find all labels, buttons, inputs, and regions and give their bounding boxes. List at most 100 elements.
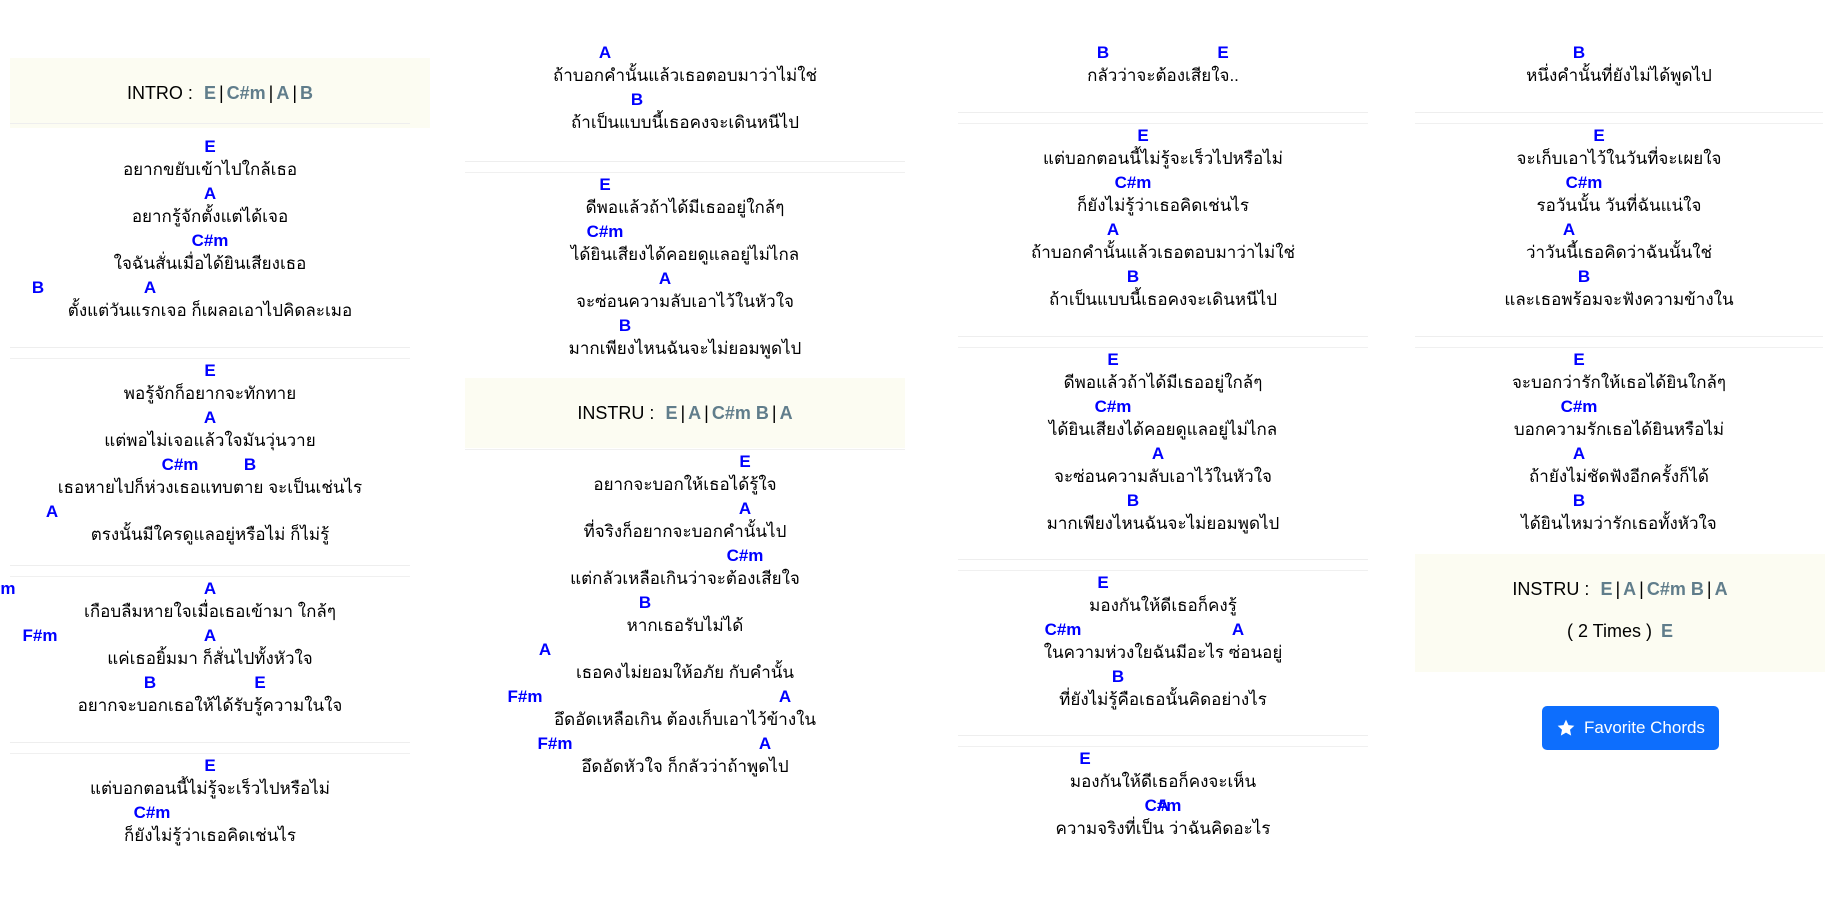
lyric-text: แต่บอกตอนนี้ไม่รู้จะเร็วไปหรือไม่: [90, 779, 330, 798]
intro-chord[interactable]: A: [276, 83, 290, 103]
lyric-text: ดีพอแล้วถ้าได้มีเธออยู่ใกล้ๆ: [1063, 373, 1263, 392]
chord-row: A: [465, 638, 905, 661]
chord-symbol[interactable]: B: [630, 90, 644, 109]
chord-symbol[interactable]: B: [1126, 491, 1140, 510]
chord-symbol[interactable]: E: [1573, 350, 1585, 369]
chord-symbol[interactable]: E: [1593, 126, 1605, 145]
chord-symbol[interactable]: C#m: [1094, 397, 1132, 416]
lyric-text: มากเพียงไหนฉันจะไม่ยอมพูดไป: [568, 339, 802, 358]
chord-symbol[interactable]: E: [1097, 573, 1109, 592]
lyric-text: ถ้าบอกคำนั้นแล้วเธอตอบมาว่าไม่ใช่: [1030, 243, 1296, 262]
instru-chord[interactable]: E: [1600, 579, 1613, 599]
intro-chord[interactable]: B: [300, 83, 314, 103]
chord-row: E: [465, 450, 905, 473]
chord-symbol[interactable]: E: [1217, 43, 1229, 62]
repeat-chord[interactable]: E: [1661, 621, 1674, 641]
chord-symbol[interactable]: B: [1577, 267, 1591, 286]
chord-symbol[interactable]: E: [1137, 126, 1149, 145]
instru-chord[interactable]: A: [1714, 579, 1728, 599]
chord-symbol[interactable]: B: [1572, 43, 1586, 62]
lyric-text: ดีพอแล้วถ้าได้มีเธออยู่ใกล้ๆ: [585, 198, 785, 217]
chord-symbol[interactable]: F#m: [537, 734, 573, 753]
chord-symbol[interactable]: C#m: [726, 546, 764, 565]
chord-symbol[interactable]: A: [1151, 444, 1165, 463]
chord-line: E ดีพอแล้วถ้าได้มีเธออยู่ใกล้ๆ: [465, 173, 905, 220]
chord-symbol[interactable]: E: [204, 756, 216, 775]
chord-symbol[interactable]: A: [738, 499, 752, 518]
chord-row: E: [10, 754, 410, 777]
chord-symbol[interactable]: E: [204, 137, 216, 156]
lyric-text: เกือบลืมหายใจเมื่อเธอเข้ามา ใกล้ๆ: [84, 602, 336, 621]
chord-symbol[interactable]: A: [778, 687, 792, 706]
chord-symbol[interactable]: A: [45, 502, 59, 521]
chord-row: E: [10, 359, 410, 382]
chord-symbol[interactable]: A: [598, 43, 612, 62]
chord-symbol[interactable]: A: [1231, 620, 1245, 639]
chord-symbol[interactable]: A: [1572, 444, 1586, 463]
intro-chord[interactable]: C#m: [226, 83, 266, 103]
chord-symbol[interactable]: A: [203, 408, 217, 427]
chord-symbol[interactable]: A: [758, 734, 772, 753]
chord-symbol[interactable]: B: [618, 316, 632, 335]
chord-symbol[interactable]: C#m: [586, 222, 624, 241]
chord-symbol[interactable]: C#m: [1560, 397, 1598, 416]
chord-symbol[interactable]: A: [203, 626, 217, 645]
intro-chord[interactable]: E: [203, 83, 216, 103]
chord-symbol[interactable]: E: [1107, 350, 1119, 369]
chord-symbol[interactable]: E: [1079, 749, 1091, 768]
chord-symbol[interactable]: E: [599, 175, 611, 194]
lyric-text: ถ้าเป็นแบบนี้เธอคงจะเดินหนีไป: [570, 113, 800, 132]
instru-chord[interactable]: B: [1690, 579, 1704, 599]
chord-symbol[interactable]: B: [243, 455, 257, 474]
instru-chord[interactable]: B: [755, 403, 769, 423]
chord-symbol[interactable]: E: [204, 361, 216, 380]
chord-row: E: [1415, 348, 1823, 371]
chord-symbol[interactable]: C#m: [1144, 796, 1182, 815]
chord-symbol[interactable]: A: [1562, 220, 1576, 239]
instru-chord[interactable]: C#m: [711, 403, 751, 423]
chord-symbol[interactable]: C#m: [161, 455, 199, 474]
chord-symbol[interactable]: A: [203, 579, 217, 598]
chord-symbol[interactable]: A: [203, 184, 217, 203]
chord-symbol[interactable]: A: [658, 269, 672, 288]
chord-symbol[interactable]: F#m: [22, 626, 58, 645]
chord-symbol[interactable]: B: [143, 673, 157, 692]
chord-symbol[interactable]: A: [143, 278, 157, 297]
lyric-text: มองกันให้ดีเธอก็คงจะเห็น: [1069, 772, 1257, 791]
chord-symbol[interactable]: F#m: [507, 687, 543, 706]
chord-symbol[interactable]: C#m: [1044, 620, 1082, 639]
instru-chord[interactable]: A: [688, 403, 702, 423]
chord-row: A: [10, 406, 410, 429]
chord-symbol[interactable]: E: [739, 452, 751, 471]
chord-symbol[interactable]: B: [1096, 43, 1110, 62]
chord-symbol[interactable]: B: [1111, 667, 1125, 686]
chord-symbol[interactable]: A: [538, 640, 552, 659]
instru-chord[interactable]: A: [779, 403, 793, 423]
section-divider: [958, 336, 1368, 337]
instru-chord[interactable]: A: [1623, 579, 1637, 599]
chord-symbol[interactable]: C#m: [1565, 173, 1603, 192]
chord-symbol[interactable]: C#m: [191, 231, 229, 250]
chord-symbol[interactable]: B: [638, 593, 652, 612]
chord-symbol[interactable]: B: [31, 278, 45, 297]
chord-symbol[interactable]: C#m: [133, 803, 171, 822]
chord-row: C#m: [1415, 395, 1823, 418]
chord-symbol[interactable]: F#m: [0, 579, 16, 598]
chord-symbol[interactable]: A: [1106, 220, 1120, 239]
chord-symbol[interactable]: B: [1126, 267, 1140, 286]
favorite-chords-button[interactable]: Favorite Chords: [1542, 706, 1719, 750]
instru-chord[interactable]: E: [665, 403, 678, 423]
chord-symbol[interactable]: A: [1156, 796, 1170, 815]
chord-symbol[interactable]: B: [1572, 491, 1586, 510]
chord-symbol[interactable]: C#m: [1114, 173, 1152, 192]
chord-symbol[interactable]: E: [254, 673, 266, 692]
instru-chord[interactable]: C#m: [1646, 579, 1686, 599]
lyric-text: ตรงนั้นมีใครดูแลอยู่หรือไม่ ก็ไม่รู้: [90, 525, 330, 544]
chord-row: A: [465, 41, 905, 64]
